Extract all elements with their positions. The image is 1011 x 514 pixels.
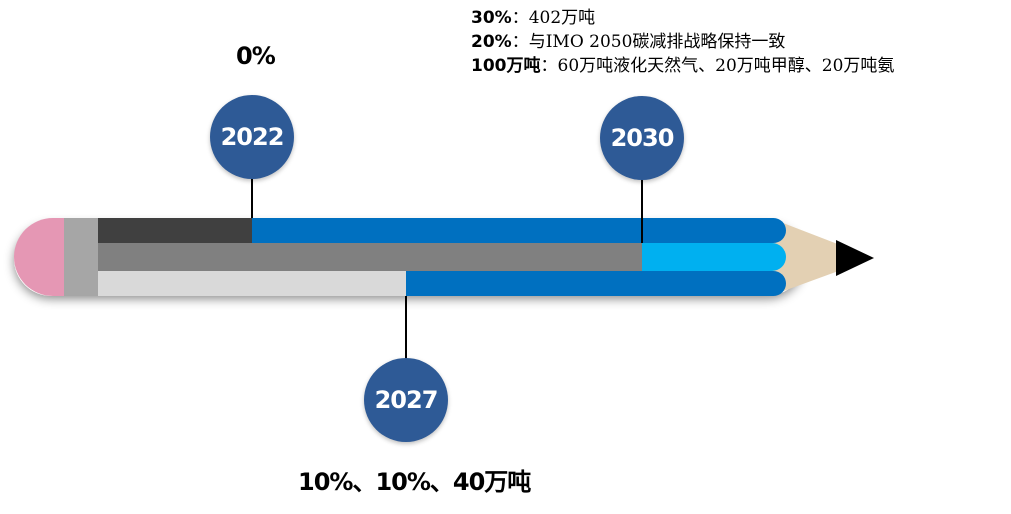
pencil-band-top-dark <box>98 218 252 243</box>
label-2030-line-1: 30%：402万吨 <box>471 6 894 30</box>
label-2030-line-2-text: 与IMO 2050碳减排战略保持一致 <box>528 32 786 52</box>
milestone-circle-2030: 2030 <box>600 96 684 180</box>
connector-2022 <box>251 178 253 218</box>
label-2030-line-2-sep: ： <box>511 32 529 52</box>
label-2030-block: 30%：402万吨 20%：与IMO 2050碳减排战略保持一致 100万吨：6… <box>471 6 894 78</box>
label-2030-line-3-text: 60万吨液化天然气、20万吨甲醇、20万吨氨 <box>557 56 895 76</box>
pencil-tip <box>770 218 874 296</box>
pencil-band-middle-grey <box>98 243 642 271</box>
label-2030-line-1-key: 30% <box>471 8 512 28</box>
connector-2027 <box>405 296 407 359</box>
connector-2030 <box>641 178 643 243</box>
milestone-circle-2027: 2027 <box>364 358 448 442</box>
label-2030-line-1-text: 402万吨 <box>528 8 596 28</box>
label-2030-line-1-sep: ： <box>511 8 529 28</box>
label-2030-line-2: 20%：与IMO 2050碳减排战略保持一致 <box>471 30 894 54</box>
label-2030-line-3-sep: ： <box>540 56 558 76</box>
label-2022: 0% <box>236 42 276 70</box>
milestone-circle-2022: 2022 <box>210 95 294 179</box>
pencil-band-bottom-light <box>98 271 406 296</box>
label-2027: 10%、10%、40万吨 <box>298 468 531 496</box>
pencil-lead <box>836 240 874 276</box>
label-2030-line-3: 100万吨：60万吨液化天然气、20万吨甲醇、20万吨氨 <box>471 54 894 78</box>
label-2030-line-2-key: 20% <box>471 32 512 52</box>
label-2030-line-3-key: 100万吨 <box>471 56 541 76</box>
pencil-ferrule <box>64 218 98 296</box>
pencil-wood <box>770 218 874 296</box>
